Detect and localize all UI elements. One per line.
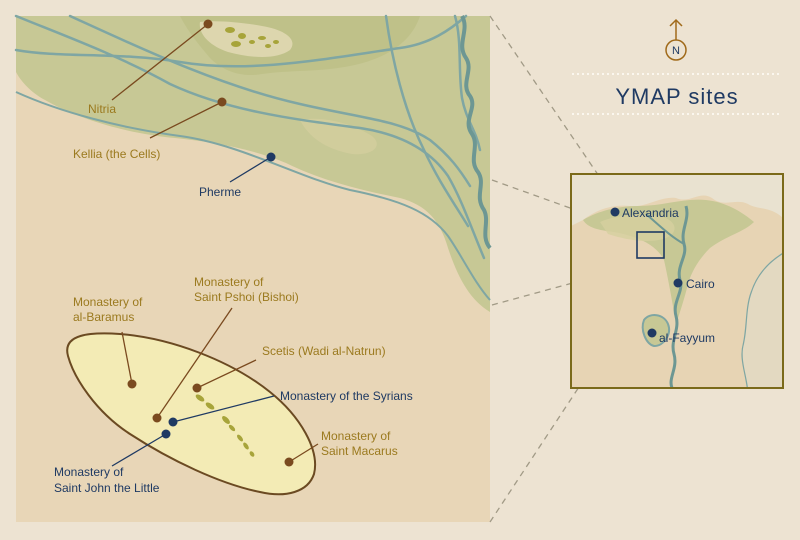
- north-letter: N: [672, 45, 680, 57]
- label-pshoi-line2: Saint Pshoi (Bishoi): [194, 290, 299, 304]
- leader-nitria: [111, 23, 209, 101]
- north-arrow-head: [669, 18, 683, 27]
- lake-mark: [273, 40, 279, 44]
- lake-mark: [195, 394, 205, 402]
- canal-1: [14, 14, 468, 68]
- leader-pshoi: [156, 307, 233, 419]
- label-syrians: Monastery of the Syrians: [280, 389, 413, 403]
- label-macarus-line1: Monastery of: [321, 429, 391, 443]
- label-john-line2: Saint John the Little: [54, 481, 160, 495]
- label-fayyum: al-Fayyum: [659, 331, 715, 345]
- leader-macarus: [288, 443, 319, 463]
- site-marker-baramus[interactable]: [127, 379, 137, 389]
- label-macarus-line2: Saint Macarus: [321, 444, 398, 458]
- nile-inset: [669, 205, 689, 388]
- canals: [14, 14, 486, 260]
- lake-mark: [265, 44, 271, 48]
- page-title: YMAP sites: [615, 84, 738, 109]
- lake-mark: [237, 434, 243, 442]
- inset-focus-box: [636, 231, 665, 259]
- city-marker-alexandria[interactable]: [610, 207, 620, 217]
- lake-mark: [238, 33, 246, 39]
- lake-mark: [231, 41, 241, 47]
- lake-mark: [258, 36, 266, 40]
- city-marker-cairo[interactable]: [673, 278, 683, 288]
- label-john-line1: Monastery of: [54, 465, 124, 479]
- site-marker-scetis[interactable]: [192, 383, 202, 393]
- city-marker-fayyum[interactable]: [647, 328, 657, 338]
- label-scetis: Scetis (Wadi al-Natrun): [262, 344, 386, 358]
- nile-west-branch: [645, 213, 685, 245]
- desert-edge: [15, 91, 491, 301]
- leader-pherme: [229, 156, 272, 183]
- canal-5: [453, 14, 482, 152]
- leader-lines: [111, 23, 319, 467]
- site-labels: Nitria Kellia (the Cells) Pherme Monaste…: [54, 102, 413, 495]
- delta-light-patch: [199, 21, 293, 57]
- lake-mark: [205, 402, 215, 410]
- label-pherme: Pherme: [199, 185, 241, 199]
- label-baramus-line2: al-Baramus: [73, 310, 134, 324]
- leader-kellia: [149, 101, 223, 139]
- canal-4: [384, 14, 470, 228]
- north-compass-icon: [665, 39, 687, 61]
- red-sea-fill: [742, 254, 783, 388]
- label-alexandria: Alexandria: [622, 206, 679, 220]
- nitria-lake-marks: [225, 27, 279, 48]
- delta-light-patch-2: [300, 118, 377, 155]
- fayyum-oasis: [641, 314, 670, 348]
- inset-frame: [570, 173, 784, 389]
- inset-sea: [571, 174, 783, 226]
- label-baramus-line1: Monastery of: [73, 295, 143, 309]
- leader-john: [111, 433, 167, 467]
- label-pshoi-line1: Monastery of: [194, 275, 264, 289]
- lake-mark: [249, 451, 255, 457]
- lake-mark: [249, 40, 255, 44]
- leader-baramus: [121, 331, 133, 385]
- lake-mark: [225, 27, 235, 33]
- site-marker-pherme[interactable]: [266, 152, 276, 162]
- site-marker-syrians[interactable]: [168, 417, 178, 427]
- lake-mark: [222, 416, 230, 424]
- site-marker-nitria[interactable]: [203, 19, 213, 29]
- site-marker-macarus[interactable]: [284, 457, 294, 467]
- nile-branch: [460, 15, 492, 250]
- lake-mark: [228, 424, 236, 432]
- canal-3: [68, 14, 472, 188]
- leader-scetis: [196, 359, 257, 389]
- label-nitria: Nitria: [88, 102, 116, 116]
- canal-2: [14, 14, 486, 260]
- site-marker-kellia[interactable]: [217, 97, 227, 107]
- lake-mark: [243, 442, 249, 450]
- connector-bottom: [489, 257, 665, 523]
- label-cairo: Cairo: [686, 277, 715, 291]
- header: N YMAP sites: [572, 18, 782, 115]
- site-markers: [127, 19, 294, 467]
- wadi-lake-marks: [195, 394, 255, 457]
- site-marker-pshoi[interactable]: [152, 413, 162, 423]
- site-marker-john[interactable]: [161, 429, 171, 439]
- main-map: Nitria Kellia (the Cells) Pherme Monaste…: [14, 14, 492, 522]
- connector-mid: [491, 179, 638, 233]
- delta-cultivated-area: [16, 16, 490, 312]
- city-labels: Alexandria Cairo al-Fayyum: [622, 206, 715, 345]
- label-kellia: Kellia (the Cells): [73, 147, 160, 161]
- inset-map: Alexandria Cairo al-Fayyum: [570, 173, 784, 389]
- leader-syrians: [172, 395, 275, 423]
